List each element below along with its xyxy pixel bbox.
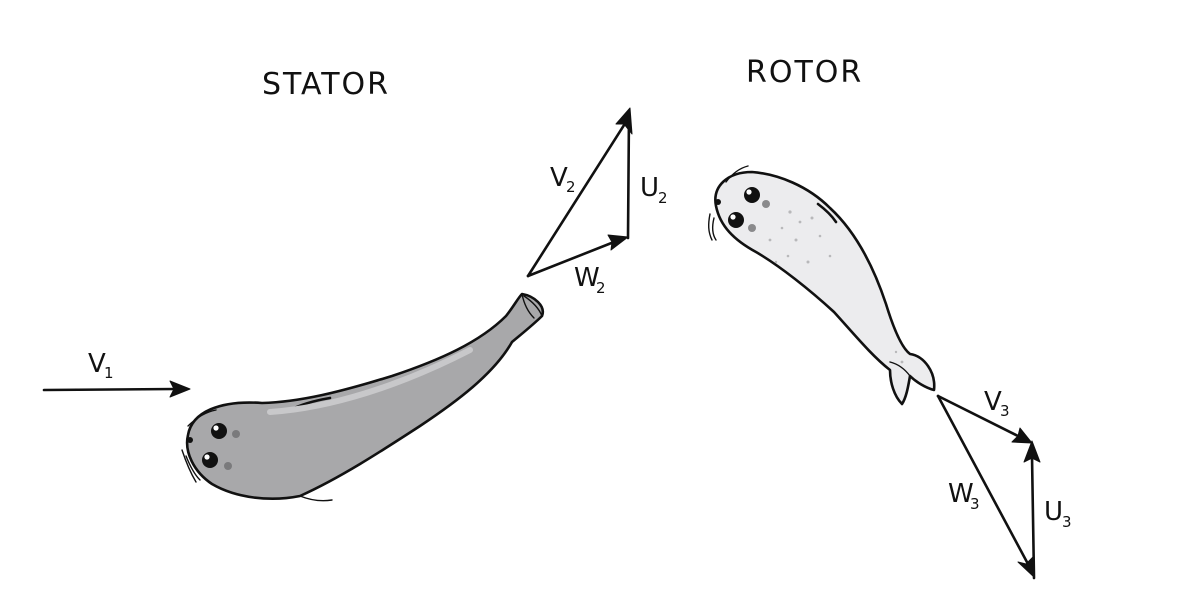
svg-text:3: 3 (1000, 402, 1010, 420)
u2-label: U 2 (640, 173, 668, 207)
svg-text:2: 2 (566, 178, 576, 196)
svg-text:W: W (948, 479, 974, 509)
v3-label: V 3 (984, 387, 1010, 420)
rotor-seal (707, 165, 936, 406)
rotor-seal-eyes (728, 187, 770, 232)
stator-seal-eyes (202, 423, 240, 470)
v1-label: V 1 (88, 349, 114, 382)
svg-text:V: V (88, 349, 106, 379)
v3-vector (936, 394, 1033, 444)
rotor-title: ROTOR (746, 55, 863, 90)
svg-text:2: 2 (658, 189, 668, 207)
rotor-seal-speckles (768, 210, 904, 364)
svg-text:V: V (550, 163, 568, 193)
svg-text:2: 2 (596, 279, 606, 297)
u3-vector (1023, 440, 1041, 580)
stator-title: STATOR (262, 67, 390, 102)
svg-text:V: V (984, 387, 1002, 417)
svg-text:3: 3 (1062, 513, 1072, 531)
stator-seal (181, 292, 545, 502)
svg-text:U: U (1044, 497, 1063, 527)
w2-vector (526, 234, 629, 278)
v2-label: V 2 (550, 163, 576, 196)
u3-label: U 3 (1044, 497, 1072, 531)
u2-vector (626, 110, 631, 240)
svg-text:U: U (640, 173, 659, 203)
w3-label: W 3 (948, 479, 980, 513)
w2-label: W 2 (574, 263, 606, 297)
svg-text:1: 1 (104, 364, 114, 382)
rotor-seal-body (714, 170, 936, 406)
svg-text:W: W (574, 263, 600, 293)
v1-vector (42, 380, 191, 398)
svg-text:3: 3 (970, 495, 980, 513)
v2-vector (526, 107, 633, 278)
